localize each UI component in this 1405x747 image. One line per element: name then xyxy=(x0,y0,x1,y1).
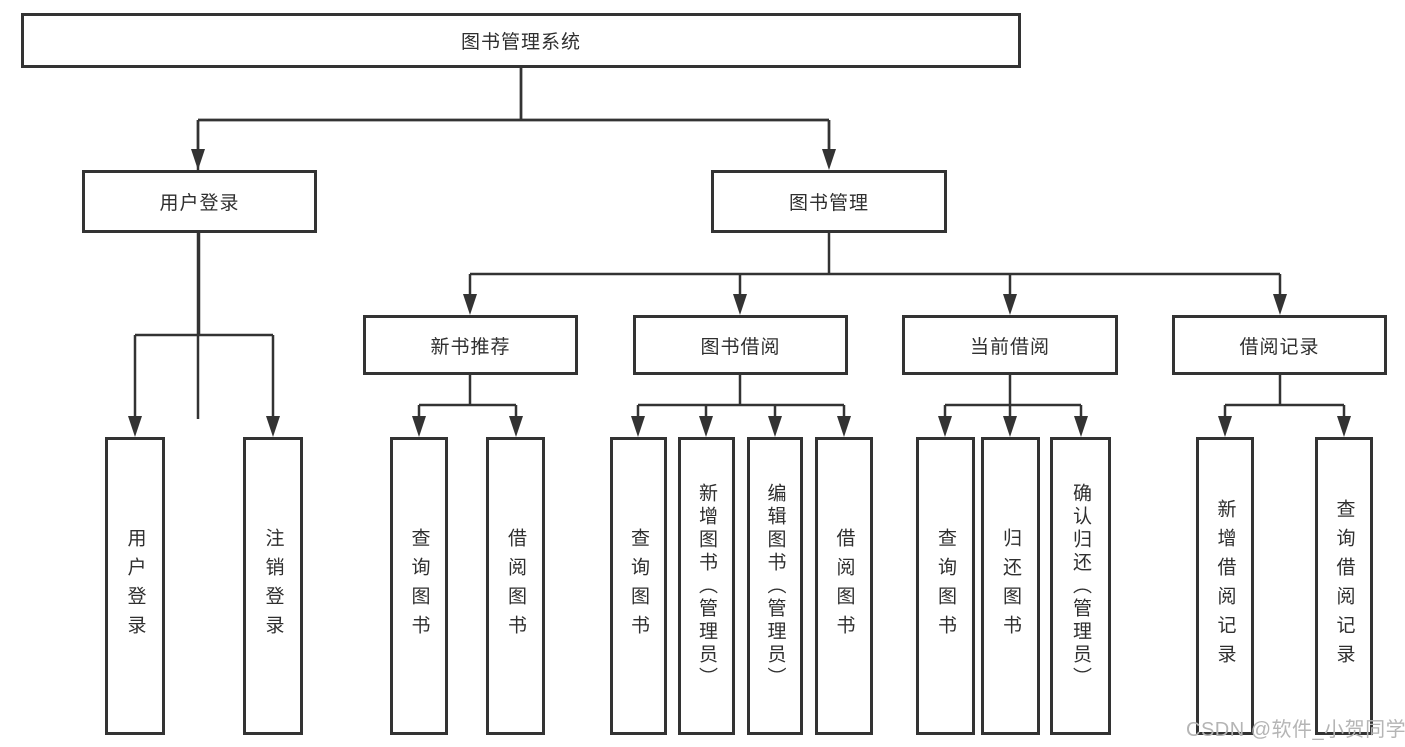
node-label: 借阅图书 xyxy=(505,528,526,644)
arrow-down-icon xyxy=(631,416,645,437)
arrow-down-icon xyxy=(938,416,952,437)
arrow-down-icon xyxy=(509,416,523,437)
arrow-down-icon xyxy=(463,294,477,315)
node-book-management: 图书管理 xyxy=(711,170,947,233)
node-label: 用户登录 xyxy=(124,528,146,644)
node-leaf-logout: 注销登录 xyxy=(243,437,303,735)
node-leaf-recommend-query-book: 查询图书 xyxy=(390,437,448,735)
node-label: 新书推荐 xyxy=(430,336,511,358)
node-label: 用户登录 xyxy=(159,193,240,214)
node-label: 借阅记录 xyxy=(1239,336,1320,358)
node-label: 查询图书 xyxy=(628,528,649,644)
node-label: 归还图书 xyxy=(1000,528,1021,644)
node-leaf-current-query-book: 查询图书 xyxy=(916,437,975,735)
arrow-down-icon xyxy=(412,416,426,437)
node-leaf-borrowing-query-book: 查询图书 xyxy=(610,437,667,735)
node-borrowing-records: 借阅记录 xyxy=(1172,315,1387,375)
node-leaf-borrowing-borrow-book: 借阅图书 xyxy=(815,437,873,735)
node-leaf-borrowing-edit-book-admin: 编辑图书（管理员） xyxy=(747,437,803,735)
arrow-head-group xyxy=(128,149,1351,437)
arrow-down-icon xyxy=(768,416,782,437)
node-label: 确认归还（管理员） xyxy=(1070,482,1091,690)
arrow-down-icon xyxy=(699,416,713,437)
arrow-down-icon xyxy=(1003,294,1017,315)
node-label: 图书借阅 xyxy=(700,336,781,358)
node-leaf-record-add-record: 新增借阅记录 xyxy=(1196,437,1254,735)
connector-borrowing-children xyxy=(636,375,846,419)
arrow-down-icon xyxy=(1218,416,1232,437)
connector-current-children xyxy=(943,375,1083,419)
arrow-down-icon xyxy=(822,149,836,170)
node-user-login: 用户登录 xyxy=(82,170,317,233)
arrow-down-icon xyxy=(1003,416,1017,437)
arrow-down-icon xyxy=(837,416,851,437)
node-leaf-record-query-record: 查询借阅记录 xyxy=(1315,437,1373,735)
node-label: 查询图书 xyxy=(935,528,956,644)
node-library-management-system: 图书管理系统 xyxy=(21,13,1021,68)
node-label: 图书管理系统 xyxy=(460,32,581,53)
connector-recommend-children xyxy=(417,375,518,419)
node-label: 注销登录 xyxy=(262,528,284,644)
arrow-down-icon xyxy=(1074,416,1088,437)
node-label: 图书管理 xyxy=(788,193,869,214)
node-label: 查询借阅记录 xyxy=(1333,499,1355,673)
arrow-down-icon xyxy=(1337,416,1351,437)
node-label: 当前借阅 xyxy=(969,336,1050,358)
node-label: 新增借阅记录 xyxy=(1214,499,1236,673)
node-label: 查询图书 xyxy=(408,528,430,644)
arrow-down-icon xyxy=(1273,294,1287,315)
csdn-watermark: CSDN @软件_小贺同学 xyxy=(1186,719,1405,741)
node-leaf-recommend-borrow-book: 借阅图书 xyxy=(486,437,545,735)
arrow-down-icon xyxy=(191,149,205,170)
node-leaf-current-confirm-return-admin: 确认归还（管理员） xyxy=(1050,437,1111,735)
node-leaf-user-login: 用户登录 xyxy=(105,437,165,735)
arrow-down-icon xyxy=(128,416,142,437)
node-new-book-recommend: 新书推荐 xyxy=(363,315,578,375)
node-book-borrowing: 图书借阅 xyxy=(633,315,848,375)
node-label: 借阅图书 xyxy=(833,528,855,644)
node-label: 新增图书（管理员） xyxy=(696,482,717,690)
node-leaf-current-return-book: 归还图书 xyxy=(981,437,1040,735)
arrow-down-icon xyxy=(733,294,747,315)
node-label: 编辑图书（管理员） xyxy=(764,482,786,690)
node-current-borrowing: 当前借阅 xyxy=(902,315,1118,375)
connector-records-children xyxy=(1223,375,1346,419)
node-leaf-borrowing-add-book-admin: 新增图书（管理员） xyxy=(678,437,735,735)
connector-line-group xyxy=(133,68,1346,419)
arrow-down-icon xyxy=(266,416,280,437)
